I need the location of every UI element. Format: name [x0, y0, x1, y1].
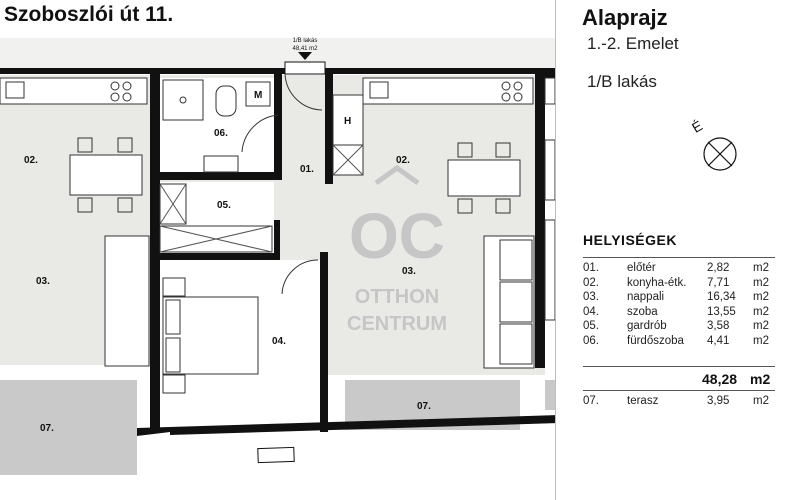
washing-machine — [245, 81, 271, 107]
shower-drain-icon — [179, 96, 187, 104]
terrace-name: terasz — [627, 395, 659, 407]
room-label-04: 04. — [272, 336, 286, 347]
bedroom-door-swing — [281, 259, 319, 295]
nightstand — [162, 374, 186, 394]
bathroom-door-swing — [241, 114, 279, 153]
neighbour-dining-table — [69, 154, 143, 196]
logo-line1: OTTHON — [355, 286, 439, 308]
room-row: 01. előtér 2,82 m2 — [583, 262, 775, 276]
neighbour-sofa — [104, 235, 150, 367]
panel-title: Alaprajz — [582, 5, 668, 30]
room-label-07: 07. — [417, 401, 431, 412]
terrace-row: 07. terasz 3,95 m2 — [583, 395, 775, 409]
room-area: 2,82 — [707, 262, 730, 274]
room-name: gardrób — [627, 320, 667, 333]
wardrobe-cabinet — [159, 183, 187, 225]
toilet-icon — [215, 85, 237, 117]
entrance-door — [284, 61, 326, 75]
floor-plan: OC OTTHON CENTRUM 1/B lakás 48,41 m2 01.… — [0, 38, 555, 480]
room-unit: m2 — [753, 262, 769, 274]
room-label-06: 06. — [214, 128, 228, 139]
exterior-gap — [137, 432, 170, 480]
room-num: 06. — [583, 335, 599, 347]
north-label: É — [689, 117, 705, 136]
entrance-area-label: 48,41 m2 — [292, 46, 318, 52]
room-num: 01. — [583, 262, 599, 274]
entrance-unit-label: 1/B lakás — [293, 38, 318, 44]
sofa — [483, 235, 535, 369]
room-label-07-left: 07. — [40, 423, 54, 434]
table-terrace-rule — [583, 390, 775, 391]
unit-label: 1/B lakás — [587, 72, 657, 91]
rooms-heading: HELYISÉGEK — [583, 232, 677, 248]
corridor-area — [0, 38, 555, 68]
room-label-03: 03. — [402, 266, 416, 277]
room-area: 3,58 — [707, 320, 730, 333]
logo-roof-icon — [374, 164, 420, 186]
walls — [0, 68, 555, 432]
terrace-far-right — [545, 380, 555, 410]
room-num: 02. — [583, 276, 599, 289]
entrance-door-swing — [284, 73, 323, 111]
total-area-unit: m2 — [750, 371, 771, 387]
room-num: 04. — [583, 305, 599, 318]
room-name: előtér — [627, 262, 656, 274]
north-arrow-compass-icon: É — [689, 117, 737, 171]
room-row: 04. szoba 13,55 m2 — [583, 306, 775, 320]
cooktop-icon — [501, 81, 523, 102]
room-label-02: 02. — [396, 155, 410, 166]
room-row: 06. fürdőszoba 4,41 m2 — [583, 335, 775, 349]
room-num: 03. — [583, 291, 599, 304]
exterior-wall — [137, 415, 555, 436]
washbasin — [203, 155, 239, 173]
table-total-rule — [583, 366, 775, 367]
terrace-num: 07. — [583, 395, 599, 407]
address-title: Szoboszlói út 11. — [4, 3, 174, 26]
sink-icon — [369, 81, 389, 99]
bathroom-floor — [160, 78, 278, 178]
room-label-02-left: 02. — [24, 155, 38, 166]
table-top-rule — [583, 257, 775, 258]
room-area: 4,41 — [707, 335, 730, 347]
room-name: konyha-étk. — [627, 276, 687, 289]
nightstand — [162, 277, 186, 297]
terrace-unit: m2 — [753, 395, 769, 407]
dining-table — [447, 159, 521, 197]
shower-tray — [162, 79, 204, 121]
room-label-01: 01. — [300, 164, 314, 175]
window — [257, 446, 295, 464]
room-name: nappali — [627, 291, 665, 304]
washing-machine-label: M — [254, 90, 262, 101]
double-bed — [162, 296, 259, 375]
kitchen-counter — [362, 77, 534, 105]
room-num: 05. — [583, 320, 599, 333]
room-row: 02. konyha-étk. 7,71 m2 — [583, 277, 775, 291]
terrace-left — [0, 380, 137, 475]
room-unit: m2 — [753, 320, 769, 333]
room-row: 03. nappali 16,34 m2 — [583, 291, 775, 305]
floor-label: 1.-2. Emelet — [587, 34, 679, 53]
room-unit: m2 — [753, 276, 769, 289]
room-area: 7,71 — [707, 276, 730, 289]
terrace-area: 3,95 — [707, 395, 730, 407]
total-area: 48,28 m2 — [583, 371, 775, 389]
room-unit: m2 — [753, 305, 769, 318]
room-name: szoba — [627, 305, 658, 318]
total-area-value: 48,28 — [702, 371, 738, 387]
room-area: 13,55 — [707, 305, 736, 318]
room-label-03-left: 03. — [36, 276, 50, 287]
logo-line2: CENTRUM — [347, 313, 447, 335]
room-area: 16,34 — [707, 291, 736, 304]
boiler-label: H — [344, 116, 351, 127]
room-unit: m2 — [753, 335, 769, 347]
room-unit: m2 — [753, 291, 769, 304]
room-name: fürdőszoba — [627, 335, 684, 347]
wardrobe-rail — [159, 225, 273, 253]
room-row: 05. gardrób 3,58 m2 — [583, 320, 775, 334]
entrance-arrow-icon — [298, 52, 312, 60]
logo-monogram: OC — [349, 200, 445, 272]
wardrobe-floor — [160, 182, 274, 256]
panel-divider — [555, 0, 556, 500]
room-label-05: 05. — [217, 200, 231, 211]
